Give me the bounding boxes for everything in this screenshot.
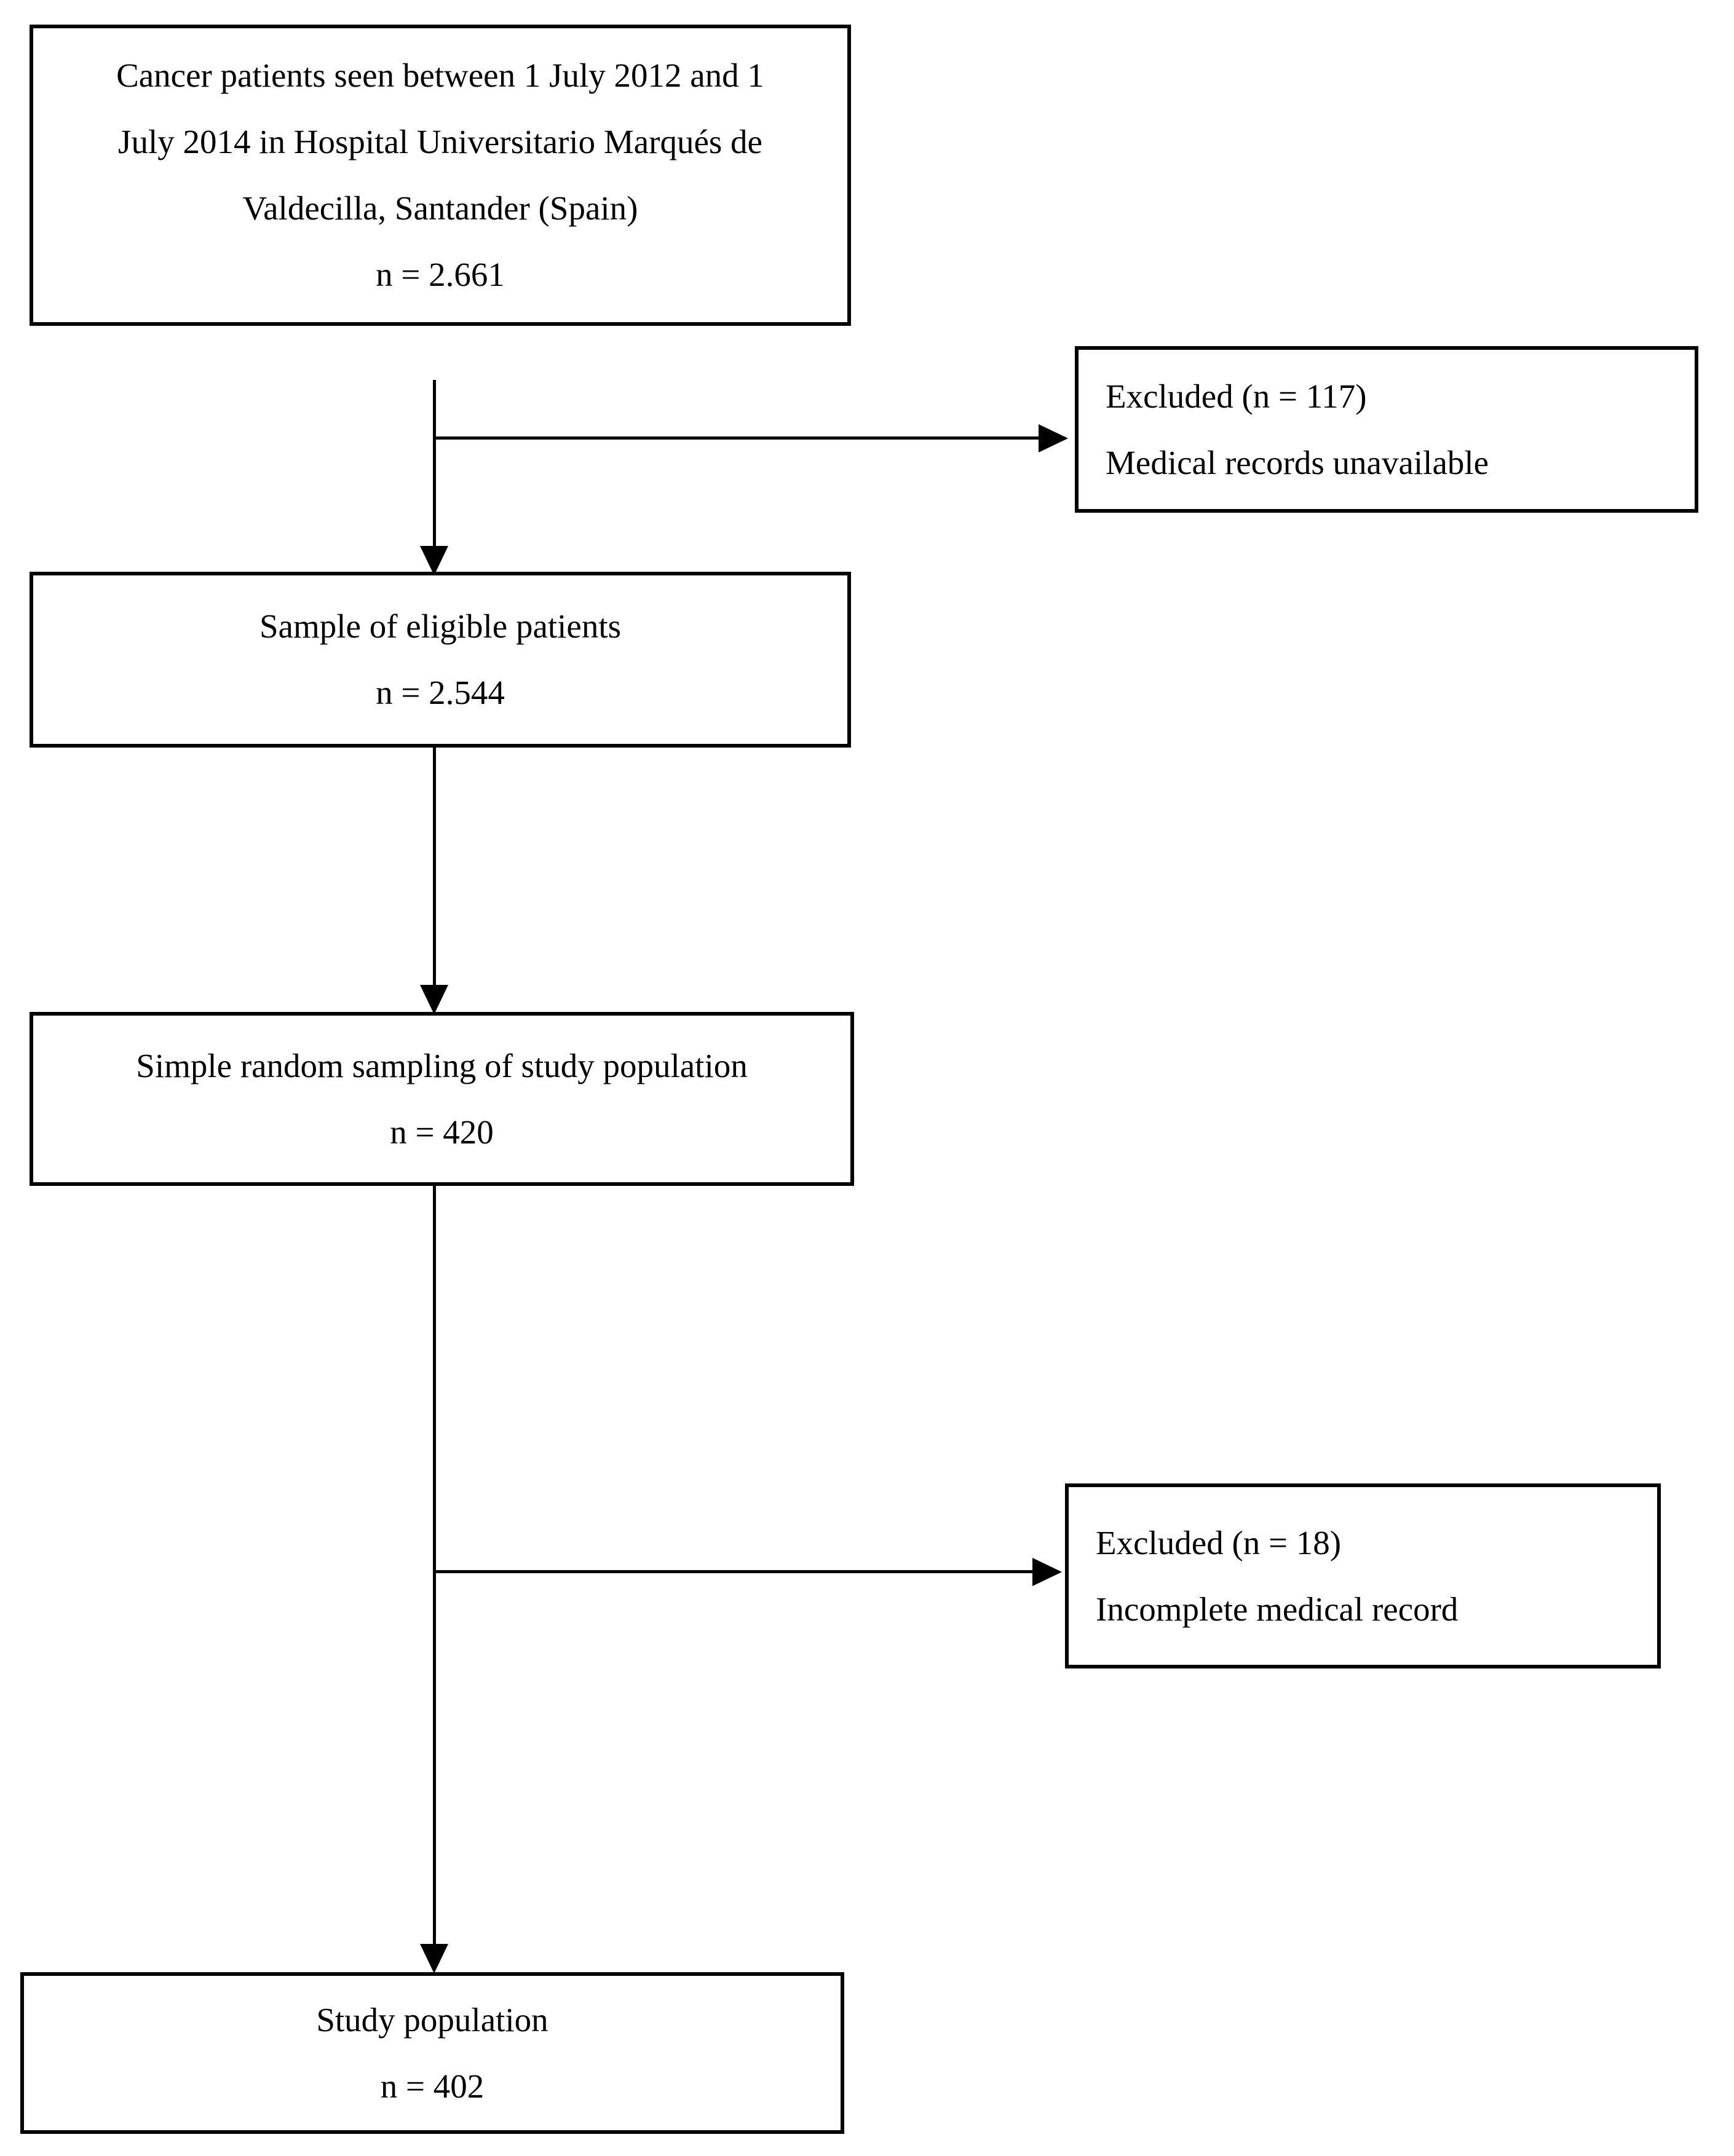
- box-study-population-count: n = 402: [380, 2067, 485, 2105]
- box-study-population-title: Study population: [316, 2000, 548, 2039]
- box-excluded-18: Excluded (n = 18) Incomplete medical rec…: [1065, 1483, 1661, 1668]
- arrow-branch-to-excluded-18-line: [434, 1570, 1034, 1573]
- arrow-eligible-to-sampling-line: [433, 747, 436, 990]
- box-random-sampling-count: n = 420: [390, 1113, 494, 1151]
- box-eligible-patients: Sample of eligible patients n = 2.544: [30, 572, 851, 748]
- arrowhead-into-sampling-icon: [420, 985, 448, 1014]
- box-excluded-117-title: Excluded (n = 117): [1106, 377, 1367, 415]
- box-excluded-117: Excluded (n = 117) Medical records unava…: [1075, 346, 1698, 513]
- box-cancer-patients-line-3: Valdecilla, Santander (Spain): [242, 189, 638, 227]
- box-eligible-patients-count: n = 2.544: [376, 674, 505, 711]
- box-random-sampling-title: Simple random sampling of study populati…: [136, 1046, 748, 1084]
- box-excluded-18-title: Excluded (n = 18): [1096, 1523, 1342, 1562]
- arrow-source-to-eligible-line: [433, 380, 436, 572]
- box-cancer-patients-line-1: Cancer patients seen between 1 July 2012…: [116, 57, 764, 94]
- box-excluded-117-reason: Medical records unavailable: [1106, 443, 1489, 481]
- box-study-population: Study population n = 402: [20, 1972, 844, 2134]
- box-excluded-18-reason: Incomplete medical record: [1096, 1590, 1459, 1628]
- arrowhead-into-study-icon: [420, 1944, 448, 1973]
- arrowhead-into-eligible-icon: [420, 546, 448, 575]
- box-random-sampling: Simple random sampling of study populati…: [30, 1012, 854, 1186]
- box-cancer-patients-count: n = 2.661: [376, 256, 505, 293]
- box-eligible-patients-title: Sample of eligible patients: [259, 607, 622, 645]
- box-cancer-patients-line-2: July 2014 in Hospital Universitario Marq…: [118, 123, 762, 160]
- box-cancer-patients: Cancer patients seen between 1 July 2012…: [30, 25, 851, 326]
- arrowhead-into-excluded-117-icon: [1039, 424, 1068, 452]
- arrow-branch-to-excluded-117-line: [434, 436, 1040, 440]
- arrowhead-into-excluded-18-icon: [1032, 1558, 1062, 1586]
- arrow-sampling-to-study-line: [433, 1185, 436, 1945]
